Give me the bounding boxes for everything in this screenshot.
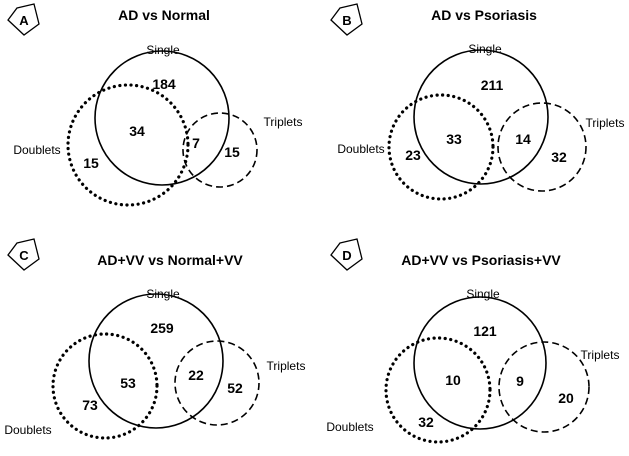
count-single-doublets-d: 10 (445, 372, 461, 388)
badge-shape-a (7, 3, 40, 36)
panel-a: A AD vs Normal Single Doublets Triplets … (7, 3, 303, 207)
panel-title-c: AD+VV vs Normal+VV (97, 252, 243, 268)
set-label-doublets-c: Doublets (4, 423, 51, 437)
count-single-only-a: 184 (152, 76, 176, 92)
circle-doublets-d (384, 336, 492, 444)
count-single-doublets-a: 34 (129, 123, 145, 139)
circle-single-b (413, 49, 549, 185)
badge-shape-c (7, 238, 40, 271)
badge-letter-b: B (342, 13, 351, 28)
set-label-triplets-d: Triplets (581, 348, 620, 362)
set-label-triplets-b: Triplets (586, 116, 625, 130)
circle-single-c (88, 293, 224, 429)
circle-doublets-a (66, 83, 190, 207)
circle-doublets-b (387, 93, 495, 201)
panel-badge-b: B (330, 3, 363, 36)
count-doublets-only-a: 15 (83, 155, 99, 171)
set-label-doublets-b: Doublets (337, 142, 384, 156)
circle-single-d (413, 296, 547, 430)
circle-triplets-a (182, 112, 258, 188)
badge-shape-b (330, 3, 363, 36)
count-single-triplets-d: 9 (516, 373, 524, 389)
circle-doublets-c (51, 332, 159, 440)
count-triplets-only-c: 52 (227, 380, 243, 396)
set-label-doublets-d: Doublets (326, 420, 373, 434)
panel-b: B AD vs Psoriasis Single Doublets Triple… (330, 3, 625, 201)
set-label-single-b: Single (468, 42, 502, 56)
count-single-only-d: 121 (473, 323, 497, 339)
panel-badge-d: D (330, 238, 363, 271)
count-single-doublets-b: 33 (446, 131, 462, 147)
panel-badge-c: C (7, 238, 40, 271)
set-label-doublets-a: Doublets (13, 143, 60, 157)
count-single-doublets-c: 53 (120, 375, 136, 391)
panel-title-b: AD vs Psoriasis (431, 7, 537, 23)
circle-triplets-b (497, 102, 587, 192)
panel-badge-a: A (7, 3, 40, 36)
count-doublets-only-c: 73 (82, 397, 98, 413)
count-doublets-only-b: 23 (405, 147, 421, 163)
count-triplets-only-d: 20 (558, 390, 574, 406)
panel-c: C AD+VV vs Normal+VV Single Doublets Tri… (4, 238, 306, 440)
set-label-single-a: Single (146, 43, 180, 57)
panel-title-a: AD vs Normal (118, 7, 210, 23)
circle-triplets-d (498, 341, 590, 433)
circle-triplets-c (174, 340, 260, 426)
badge-letter-a: A (19, 13, 29, 28)
count-single-only-c: 259 (150, 320, 174, 336)
count-single-only-b: 211 (481, 77, 504, 93)
count-single-triplets-c: 22 (188, 367, 204, 383)
badge-letter-c: C (19, 248, 29, 263)
panel-d: D AD+VV vs Psoriasis+VV Single Doublets … (326, 238, 620, 444)
badge-letter-d: D (342, 248, 351, 263)
set-label-triplets-c: Triplets (267, 359, 306, 373)
count-doublets-only-d: 32 (418, 414, 434, 430)
count-single-triplets-b: 14 (515, 131, 531, 147)
count-triplets-only-b: 32 (551, 149, 567, 165)
circle-single-a (94, 50, 230, 186)
set-label-triplets-a: Triplets (264, 115, 303, 129)
badge-shape-d (330, 238, 363, 271)
panel-title-d: AD+VV vs Psoriasis+VV (401, 252, 561, 268)
count-triplets-only-a: 15 (224, 144, 240, 160)
count-single-triplets-a: 7 (192, 135, 200, 151)
